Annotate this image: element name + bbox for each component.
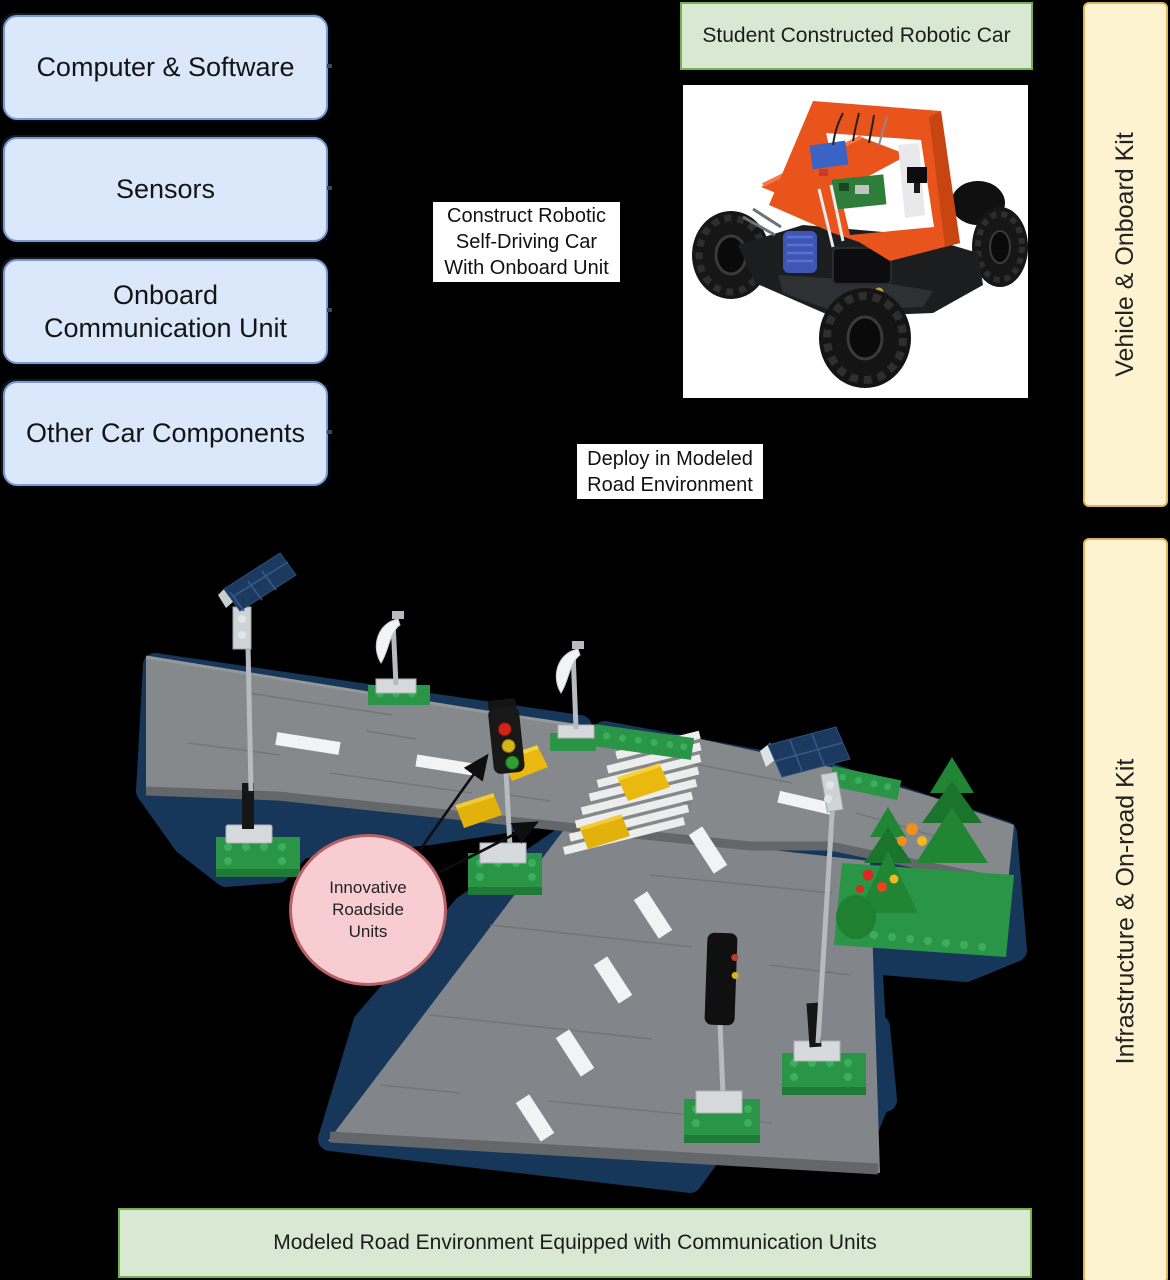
- infrastructure-kit-bar-label: Infrastructure & On-road Kit: [1111, 758, 1139, 1064]
- trees-and-flowers: [836, 757, 988, 939]
- student-car-label-box: Student Constructed Robotic Car: [680, 2, 1033, 70]
- deploy-step-label: Deploy in Modeled Road Environment: [577, 444, 763, 499]
- robotic-car-photo: [683, 85, 1028, 398]
- connector-stub: [327, 186, 332, 190]
- connector-stub: [327, 64, 332, 68]
- roadside-units-callout: Innovative Roadside Units: [289, 834, 447, 986]
- connector-stub: [327, 430, 332, 434]
- car-electronics: [809, 112, 927, 248]
- sensors-box: Sensors: [3, 137, 328, 242]
- onboard-communication-box: Onboard Communication Unit: [3, 259, 328, 364]
- vehicle-kit-bar: Vehicle & Onboard Kit: [1083, 2, 1168, 507]
- solar-street-lamp-2: [760, 726, 851, 1062]
- computer-software-box: Computer & Software: [3, 15, 328, 120]
- road-environment-photo: [136, 552, 1027, 1193]
- street-lamp-a: [375, 611, 417, 694]
- construct-step-label: Construct Robotic Self-Driving Car With …: [433, 202, 620, 282]
- other-components-box: Other Car Components: [3, 381, 328, 486]
- connector-stub: [327, 308, 332, 312]
- bottom-caption-box: Modeled Road Environment Equipped with C…: [118, 1208, 1032, 1278]
- infrastructure-kit-bar: Infrastructure & On-road Kit: [1083, 538, 1168, 1280]
- car-front-tire: [819, 288, 911, 388]
- vehicle-kit-bar-label: Vehicle & Onboard Kit: [1111, 132, 1139, 377]
- road-surface: [145, 655, 1014, 1175]
- solar-street-lamp-1: [218, 552, 297, 844]
- street-lamp-b: [555, 641, 595, 739]
- traffic-light-2: [695, 932, 743, 1114]
